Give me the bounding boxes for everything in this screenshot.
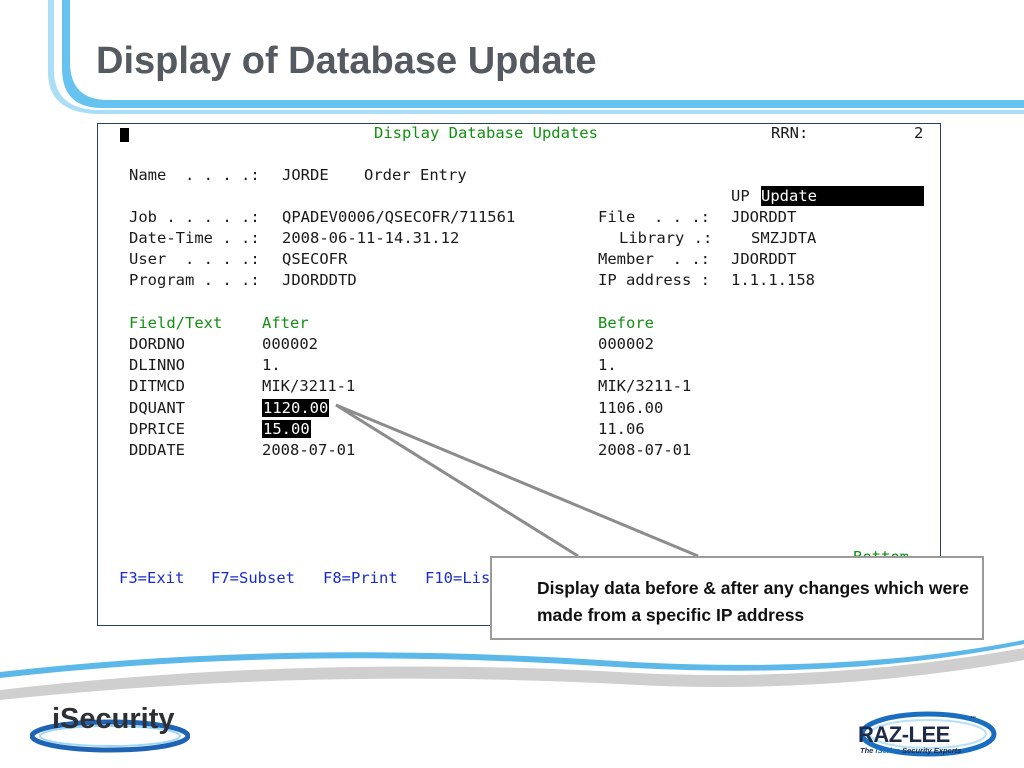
rrn-value: 2 <box>914 124 924 142</box>
fkey-list[interactable]: F10=Lis <box>425 569 491 587</box>
row-after: 1. <box>262 356 281 374</box>
row-after: 000002 <box>262 335 318 353</box>
row-field: DPRICE <box>129 420 185 438</box>
row-after: 2008-07-01 <box>262 441 356 459</box>
column-header-after: After <box>262 314 309 332</box>
ip-value: 1.1.1.158 <box>731 271 815 289</box>
callout-text: Display data before & after any changes … <box>537 578 969 625</box>
member-value: JDORDDT <box>731 250 797 268</box>
member-label: Member . .: <box>598 250 710 268</box>
razlee-tagline: The iSeries Security Experts <box>860 746 961 755</box>
name-description: Order Entry <box>364 166 467 184</box>
row-after: MIK/3211-1 <box>262 377 356 395</box>
slide-title: Display of Database Update <box>96 40 597 82</box>
razlee-logo-text: RAZ-LEE <box>858 722 950 747</box>
row-before: 2008-07-01 <box>598 441 692 459</box>
razlee-tagline-rest: Security Experts <box>900 746 962 755</box>
job-value: QPADEV0006/QSECOFR/711561 <box>282 208 516 226</box>
row-before: MIK/3211-1 <box>598 377 692 395</box>
row-before: 1106.00 <box>598 399 664 417</box>
column-header-before: Before <box>598 314 654 332</box>
row-before: 1. <box>598 356 617 374</box>
row-after-changed: 1120.00 <box>262 399 330 417</box>
name-value: JORDE <box>282 166 329 184</box>
operation-code: UP <box>731 187 750 205</box>
row-before: 11.06 <box>598 420 645 438</box>
file-value: JDORDDT <box>731 208 797 226</box>
row-before: 000002 <box>598 335 654 353</box>
user-value: QSECOFR <box>282 250 348 268</box>
razlee-tagline-prefix: The <box>860 746 876 755</box>
row-field: DLINNO <box>129 356 185 374</box>
row-field: DQUANT <box>129 399 185 417</box>
razlee-logo <box>859 711 997 757</box>
library-value: SMZJDTA <box>751 229 817 247</box>
datetime-label: Date-Time . .: <box>129 229 260 247</box>
job-label: Job . . . . .: <box>129 208 260 226</box>
fkey-subset[interactable]: F7=Subset <box>211 569 295 587</box>
fkey-exit[interactable]: F3=Exit <box>119 569 185 587</box>
fkey-print[interactable]: F8=Print <box>323 569 398 587</box>
screen-title: Display Database Updates <box>374 124 598 142</box>
library-label: Library .: <box>619 229 713 247</box>
datetime-value: 2008-06-11-14.31.12 <box>282 229 460 247</box>
column-header-field: Field/Text <box>129 314 223 332</box>
rrn-label: RRN: <box>771 124 809 142</box>
razlee-tagline-accent: iSeries <box>875 746 901 755</box>
callout-box: Display data before & after any changes … <box>490 556 984 640</box>
program-label: Program . . .: <box>129 271 260 289</box>
operation-description: Update <box>761 187 817 205</box>
row-field: DORDNO <box>129 335 185 353</box>
row-after-changed: 15.00 <box>262 420 311 438</box>
isecurity-logo-text: iSecurity <box>52 703 175 735</box>
ip-label: IP address : <box>598 271 710 289</box>
name-label: Name . . . .: <box>129 166 260 184</box>
razlee-trademark: ™ <box>970 716 976 722</box>
user-label: User . . . .: <box>129 250 260 268</box>
operation-highlight <box>761 186 924 206</box>
row-field: DITMCD <box>129 377 185 395</box>
program-value: JDORDDTD <box>282 271 357 289</box>
row-field: DDDATE <box>129 441 185 459</box>
terminal-cursor <box>120 128 129 142</box>
terminal-screen: Display Database Updates RRN: 2 Name . .… <box>97 123 941 626</box>
isecurity-logo <box>30 719 190 753</box>
file-label: File . . .: <box>598 208 710 226</box>
